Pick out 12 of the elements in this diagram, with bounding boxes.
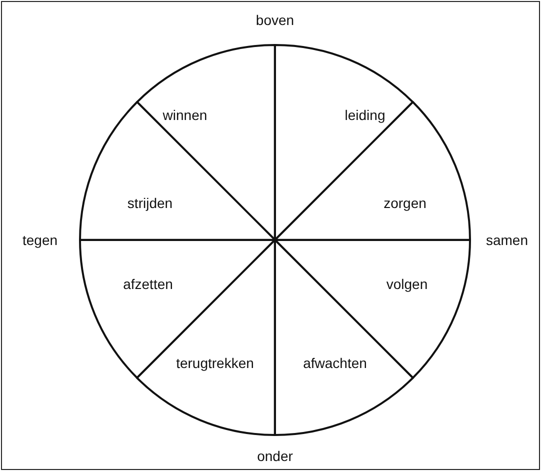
sector-label: afzetten bbox=[123, 277, 173, 291]
sector-label: zorgen bbox=[384, 196, 426, 210]
axis-label: onder bbox=[257, 449, 293, 463]
axis-label: boven bbox=[256, 13, 294, 27]
sector-label: afwachten bbox=[303, 356, 367, 370]
sector-label: leiding bbox=[344, 108, 386, 122]
sector-label: winnen bbox=[162, 108, 208, 122]
sector-label: terugtrekken bbox=[176, 356, 254, 370]
axis-label: tegen bbox=[22, 233, 58, 247]
axis-label: samen bbox=[486, 233, 528, 247]
sector-label: strijden bbox=[127, 196, 173, 210]
sector-label: volgen bbox=[386, 277, 428, 291]
